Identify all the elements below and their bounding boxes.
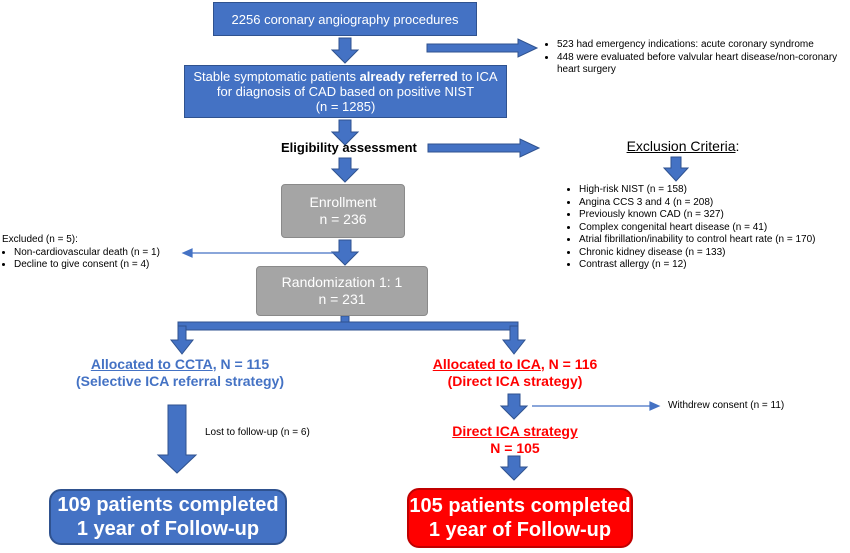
ccta-completed-box: 109 patients completed 1 year of Follow-… [49, 489, 287, 545]
down-arrow-ccta [169, 325, 195, 355]
ica-allocation: Allocated to ICA, N = 116 (Direct ICA st… [400, 356, 630, 390]
early-exclusion-item: 448 were evaluated before valvular heart… [557, 52, 843, 77]
down-arrow-ica-followup [499, 455, 529, 481]
ica-direct-strategy: Direct ICA strategy N = 105 [410, 423, 620, 457]
early-exclusions: 523 had emergency indications: acute cor… [543, 39, 843, 77]
ica-completed-line2: 1 year of Follow-up [428, 519, 612, 541]
excluded-title: Excluded (n = 5): [2, 234, 78, 245]
exclusion-item: Contrast allergy (n = 12) [579, 259, 850, 272]
exclusion-criteria-title: Exclusion Criteria: [626, 138, 740, 154]
down-arrow-ica [501, 325, 527, 355]
procedures-box: 2256 coronary angiography procedures [213, 2, 477, 36]
down-arrow-eligibility [330, 157, 360, 183]
ccta-lost-followup: Lost to follow-up (n = 6) [205, 427, 310, 438]
ccta-completed-line2: 1 year of Follow-up [76, 518, 260, 540]
exclusion-criteria-list: High-risk NIST (n = 158) Angina CCS 3 an… [565, 184, 850, 272]
referred-line2: for diagnosis of CAD based on positive N… [216, 84, 475, 99]
randomization-box: Randomization 1: 1 n = 231 [256, 266, 428, 316]
exclusion-item: Angina CCS 3 and 4 (n = 208) [579, 197, 850, 210]
ica-direct-title: Direct ICA strategy [452, 423, 578, 439]
ica-completed-line1: 105 patients completed [409, 495, 631, 517]
ica-allocated-label: Allocated to ICA [432, 356, 541, 372]
exclusion-item: Atrial fibrillation/inability to control… [579, 234, 850, 247]
thin-arrow-excluded [181, 248, 193, 258]
down-arrow-referred [330, 119, 360, 146]
right-arrow-early-exclusions [426, 38, 539, 58]
split-connector-bar [177, 321, 519, 331]
ica-completed-box: 105 patients completed 1 year of Follow-… [407, 488, 633, 548]
exclusion-item: Chronic kidney disease (n = 133) [579, 247, 850, 260]
exclusion-item: High-risk NIST (n = 158) [579, 184, 850, 197]
ccta-completed-line1: 109 patients completed [57, 494, 279, 516]
ccta-allocation: Allocated to CCTA, N = 115 (Selective IC… [50, 356, 310, 390]
referred-box: Stable symptomatic patients already refe… [184, 65, 507, 118]
excluded-item: Non-cardiovascular death (n = 1) [14, 247, 192, 260]
ccta-strategy: (Selective ICA referral strategy) [75, 373, 285, 389]
early-exclusion-item: 523 had emergency indications: acute cor… [557, 39, 843, 52]
ica-withdrew-consent: Withdrew consent (n = 11) [668, 400, 785, 411]
procedures-text: 2256 coronary angiography procedures [231, 11, 459, 27]
randomization-label: Randomization 1: 1 [281, 274, 403, 290]
down-arrow-enrollment [330, 239, 360, 266]
referred-line3: (n = 1285) [315, 99, 376, 114]
down-arrow-ccta-followup [156, 404, 198, 474]
randomization-count: n = 231 [318, 291, 366, 307]
exclusion-item: Complex congenital heart disease (n = 41… [579, 222, 850, 235]
exclusion-item: Previously known CAD (n = 327) [579, 209, 850, 222]
ica-direct-n: N = 105 [490, 440, 540, 456]
ica-strategy: (Direct ICA strategy) [447, 373, 583, 389]
right-arrow-exclusion [427, 138, 541, 158]
eligibility-label: Eligibility assessment [281, 140, 417, 155]
enrollment-box: Enrollment n = 236 [281, 184, 405, 238]
down-arrow-exclusion-list [662, 156, 690, 182]
enrollment-label: Enrollment [309, 194, 377, 210]
excluded-after-enrollment: Excluded (n = 5): Non-cardiovascular dea… [2, 234, 192, 272]
referred-line1: Stable symptomatic patients already refe… [193, 69, 498, 84]
ccta-allocated-label: Allocated to CCTA [90, 356, 213, 372]
enrollment-count: n = 236 [319, 211, 367, 227]
thin-arrow-withdrew [649, 401, 661, 411]
down-arrow-ica-direct [499, 393, 529, 420]
down-arrow-procedures [330, 37, 360, 64]
excluded-item: Decline to give consent (n = 4) [14, 259, 192, 272]
